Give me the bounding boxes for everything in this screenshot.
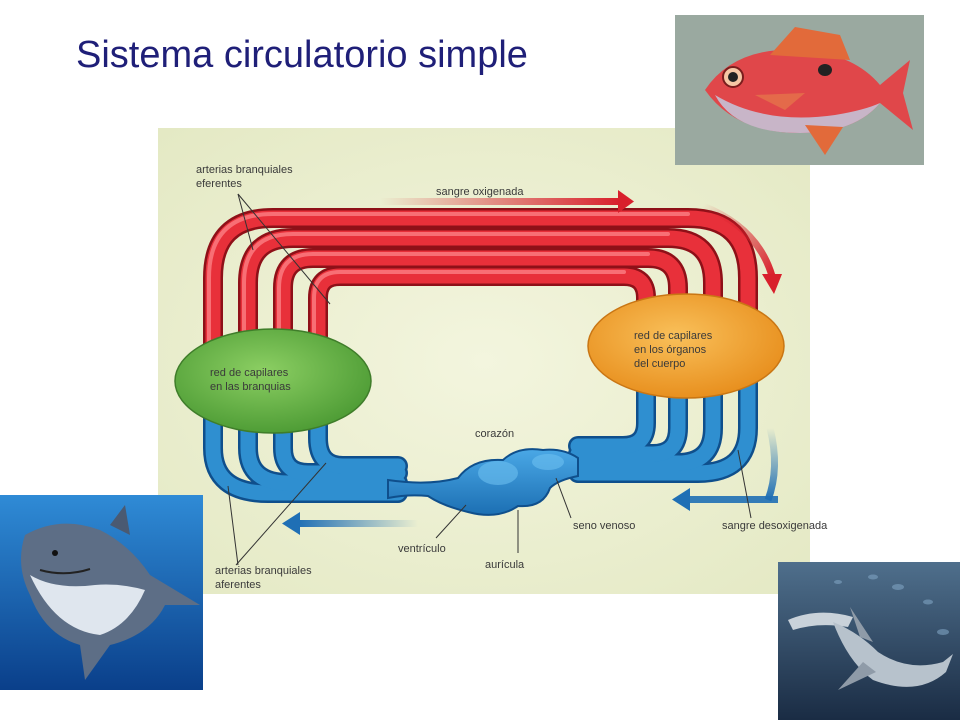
label-deoxygenated-blood: sangre desoxigenada [722, 520, 828, 532]
leader-lines [227, 193, 752, 566]
label-efferent-line2: eferentes [196, 178, 242, 190]
flow-arrows [282, 190, 782, 535]
label-ventricle: ventrículo [398, 543, 446, 555]
label-body-line1: red de capilares [634, 330, 713, 342]
label-gill-line2: en las branquias [210, 381, 291, 393]
great-white-shark-photo [0, 495, 203, 690]
label-atrium: aurícula [485, 559, 525, 571]
diagram-graphics [158, 128, 810, 594]
label-body-capillaries: red de capilares en los órganos del cuer… [634, 329, 712, 371]
label-afferent-line2: aferentes [215, 579, 261, 591]
gill-capillary-network [174, 328, 372, 434]
slide-title: Sistema circulatorio simple [76, 34, 528, 76]
circulatory-diagram: arterias branquiales eferentes sangre ox… [158, 128, 827, 594]
hammerhead-shark-photo [778, 562, 960, 720]
afferent-arteries-blue [203, 368, 758, 503]
label-afferent-line1: arterias branquiales [215, 565, 312, 577]
label-gill-line1: red de capilares [210, 367, 289, 379]
label-efferent-arteries: arterias branquiales eferentes [196, 163, 293, 191]
body-capillary-network [587, 293, 785, 399]
efferent-arteries-red [203, 208, 758, 398]
heart-shape [387, 448, 579, 516]
label-venous-sinus: seno venoso [573, 520, 636, 532]
label-efferent-line1: arterias branquiales [196, 164, 293, 176]
label-afferent-arteries: arterias branquiales aferentes [215, 564, 312, 592]
label-gill-capillaries: red de capilares en las branquias [210, 366, 291, 394]
label-heart: corazón [475, 428, 515, 440]
red-fish-photo [675, 15, 924, 165]
label-body-line2: en los órganos [634, 344, 707, 356]
label-body-line3: del cuerpo [634, 358, 686, 370]
label-oxygenated-blood: sangre oxigenada [436, 186, 524, 198]
